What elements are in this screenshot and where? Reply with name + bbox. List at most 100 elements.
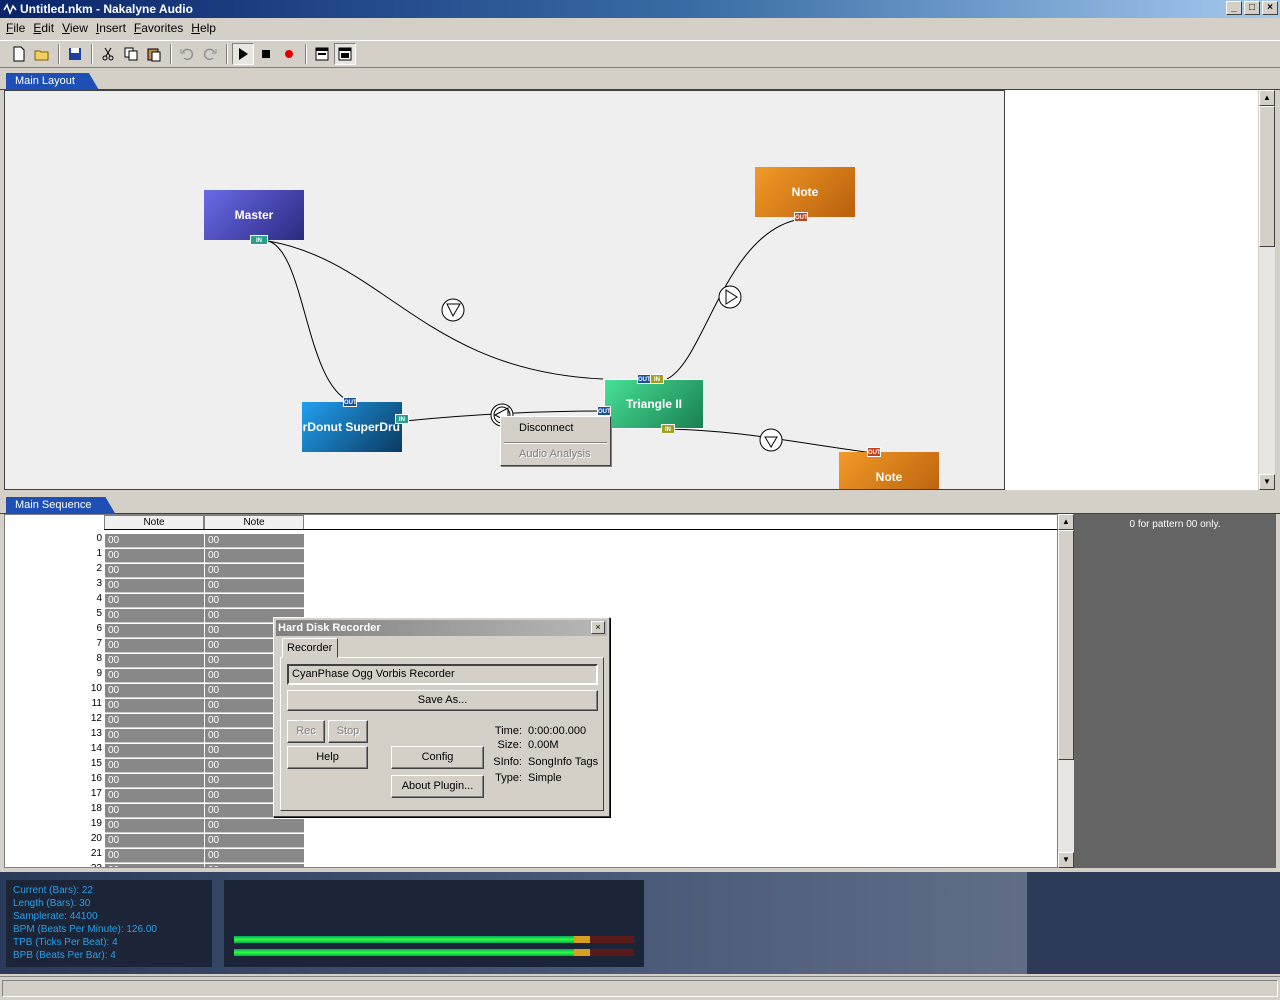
new-icon[interactable] xyxy=(8,43,30,65)
sequence-cell[interactable]: 00 xyxy=(105,549,204,563)
scroll-thumb[interactable] xyxy=(1058,530,1074,760)
column-header-note-2[interactable]: Note xyxy=(204,515,304,530)
scroll-down-icon[interactable]: ▼ xyxy=(1259,474,1275,490)
sequence-cell[interactable]: 00 xyxy=(205,849,304,863)
window1-icon[interactable] xyxy=(311,43,333,65)
row-number: 21 xyxy=(90,848,102,859)
menu-file[interactable]: File xyxy=(6,21,26,35)
redo-icon[interactable] xyxy=(199,43,221,65)
port-superdrum-in[interactable]: IN xyxy=(395,414,409,424)
node-triangle[interactable]: Triangle II xyxy=(604,379,704,429)
tab-main-layout[interactable]: Main Layout xyxy=(6,73,99,90)
save-as-button[interactable]: Save As... xyxy=(287,690,598,711)
bpb: BPB (Beats Per Bar): 4 xyxy=(13,950,116,961)
sequence-cell[interactable]: 00 xyxy=(105,729,204,743)
sequence-cell[interactable]: 00 xyxy=(105,819,204,833)
sequence-cell[interactable]: 00 xyxy=(105,834,204,848)
sequence-cell[interactable]: 00 xyxy=(105,804,204,818)
menu-edit[interactable]: Edit xyxy=(33,21,55,35)
level-meter-left xyxy=(234,936,634,943)
sequence-cell[interactable]: 00 xyxy=(105,669,204,683)
sequence-cell[interactable]: 00 xyxy=(105,864,204,867)
menu-view[interactable]: View xyxy=(62,21,88,35)
scroll-down-icon[interactable]: ▼ xyxy=(1058,852,1074,868)
cut-icon[interactable] xyxy=(97,43,119,65)
close-button[interactable]: × xyxy=(1262,1,1278,15)
sequence-cell[interactable]: 00 xyxy=(105,789,204,803)
scroll-thumb[interactable] xyxy=(1259,106,1275,247)
scroll-up-icon[interactable]: ▲ xyxy=(1058,514,1074,530)
menu-insert[interactable]: Insert xyxy=(95,21,126,35)
sequence-cell[interactable]: 00 xyxy=(205,579,304,593)
sequence-cell[interactable]: 00 xyxy=(205,819,304,833)
layout-scrollbar[interactable]: ▲ ▼ xyxy=(1259,90,1275,490)
maximize-button[interactable]: □ xyxy=(1244,1,1260,15)
port-triangle-in-bottom[interactable]: IN xyxy=(661,424,675,434)
scroll-up-icon[interactable]: ▲ xyxy=(1259,90,1275,106)
column-header-note-1[interactable]: Note xyxy=(104,515,204,530)
sequence-cell[interactable]: 00 xyxy=(205,864,304,867)
port-triangle-out[interactable]: OUT xyxy=(637,374,651,384)
sequence-cell[interactable]: 00 xyxy=(105,609,204,623)
sequence-scrollbar[interactable]: ▲ ▼ xyxy=(1058,514,1074,868)
play-icon[interactable] xyxy=(232,43,254,65)
close-icon[interactable]: × xyxy=(591,621,605,634)
menu-item-audio-analysis[interactable]: Audio Analysis xyxy=(519,448,591,460)
window2-icon[interactable] xyxy=(334,43,356,65)
tab-recorder[interactable]: Recorder xyxy=(282,638,338,658)
row-number: 6 xyxy=(96,623,102,634)
sequence-cell[interactable]: 00 xyxy=(105,639,204,653)
sequence-cell[interactable]: 00 xyxy=(205,834,304,848)
record-icon[interactable] xyxy=(278,43,300,65)
tab-main-sequence[interactable]: Main Sequence xyxy=(6,497,115,514)
sequence-cell[interactable]: 00 xyxy=(105,714,204,728)
sequence-cell[interactable]: 00 xyxy=(205,534,304,548)
about-plugin-button[interactable]: About Plugin... xyxy=(391,775,484,798)
open-icon[interactable] xyxy=(31,43,53,65)
undo-icon[interactable] xyxy=(176,43,198,65)
node-superdrum[interactable]: erDonut SuperDru xyxy=(302,402,402,452)
sequence-cell[interactable]: 00 xyxy=(105,654,204,668)
menu-favorites[interactable]: Favorites xyxy=(133,21,184,35)
sequence-cell[interactable]: 00 xyxy=(205,549,304,563)
transport-area: Current (Bars): 22 Length (Bars): 30 Sam… xyxy=(0,872,1280,974)
row-number: 2 xyxy=(96,563,102,574)
paste-icon[interactable] xyxy=(143,43,165,65)
node-master[interactable]: Master xyxy=(204,190,304,240)
sequence-cell[interactable]: 00 xyxy=(105,744,204,758)
sequence-cell[interactable]: 00 xyxy=(105,759,204,773)
port-note-top-out[interactable]: OUT xyxy=(794,212,808,222)
copy-icon[interactable] xyxy=(120,43,142,65)
sequence-cell[interactable]: 00 xyxy=(105,774,204,788)
sequence-cell[interactable]: 00 xyxy=(105,534,204,548)
port-master-in[interactable]: IN xyxy=(250,235,268,245)
sequence-cell[interactable]: 00 xyxy=(205,594,304,608)
save-icon[interactable] xyxy=(64,43,86,65)
config-button[interactable]: Config xyxy=(391,746,484,769)
sequence-cell[interactable]: 00 xyxy=(105,849,204,863)
port-superdrum-out[interactable]: OUT xyxy=(343,397,357,407)
stop-icon[interactable] xyxy=(255,43,277,65)
help-button[interactable]: Help xyxy=(287,746,368,769)
sequence-cell[interactable]: 00 xyxy=(105,579,204,593)
sequence-cell[interactable]: 00 xyxy=(105,699,204,713)
sequence-cell[interactable]: 00 xyxy=(105,684,204,698)
minimize-button[interactable]: _ xyxy=(1226,1,1242,15)
row-number: 0 xyxy=(96,533,102,544)
rec-button[interactable]: Rec xyxy=(287,720,325,743)
current-bars: Current (Bars): 22 xyxy=(13,885,94,896)
menu-item-disconnect[interactable]: Disconnect xyxy=(519,422,574,434)
row-number: 19 xyxy=(90,818,102,829)
sequence-cell[interactable]: 00 xyxy=(105,594,204,608)
port-note-bottom-out[interactable]: OUT xyxy=(867,447,881,457)
port-triangle-out-left[interactable]: OUT xyxy=(597,406,611,416)
row-number: 10 xyxy=(90,683,102,694)
port-triangle-in[interactable]: IN xyxy=(650,374,664,384)
menu-help[interactable]: Help xyxy=(191,21,216,35)
sequence-cell[interactable]: 00 xyxy=(105,624,204,638)
stop-button[interactable]: Stop xyxy=(328,720,368,743)
node-note-bottom[interactable]: Note xyxy=(839,452,939,489)
node-note-top[interactable]: Note xyxy=(755,167,855,217)
sequence-cell[interactable]: 00 xyxy=(205,564,304,578)
sequence-cell[interactable]: 00 xyxy=(105,564,204,578)
